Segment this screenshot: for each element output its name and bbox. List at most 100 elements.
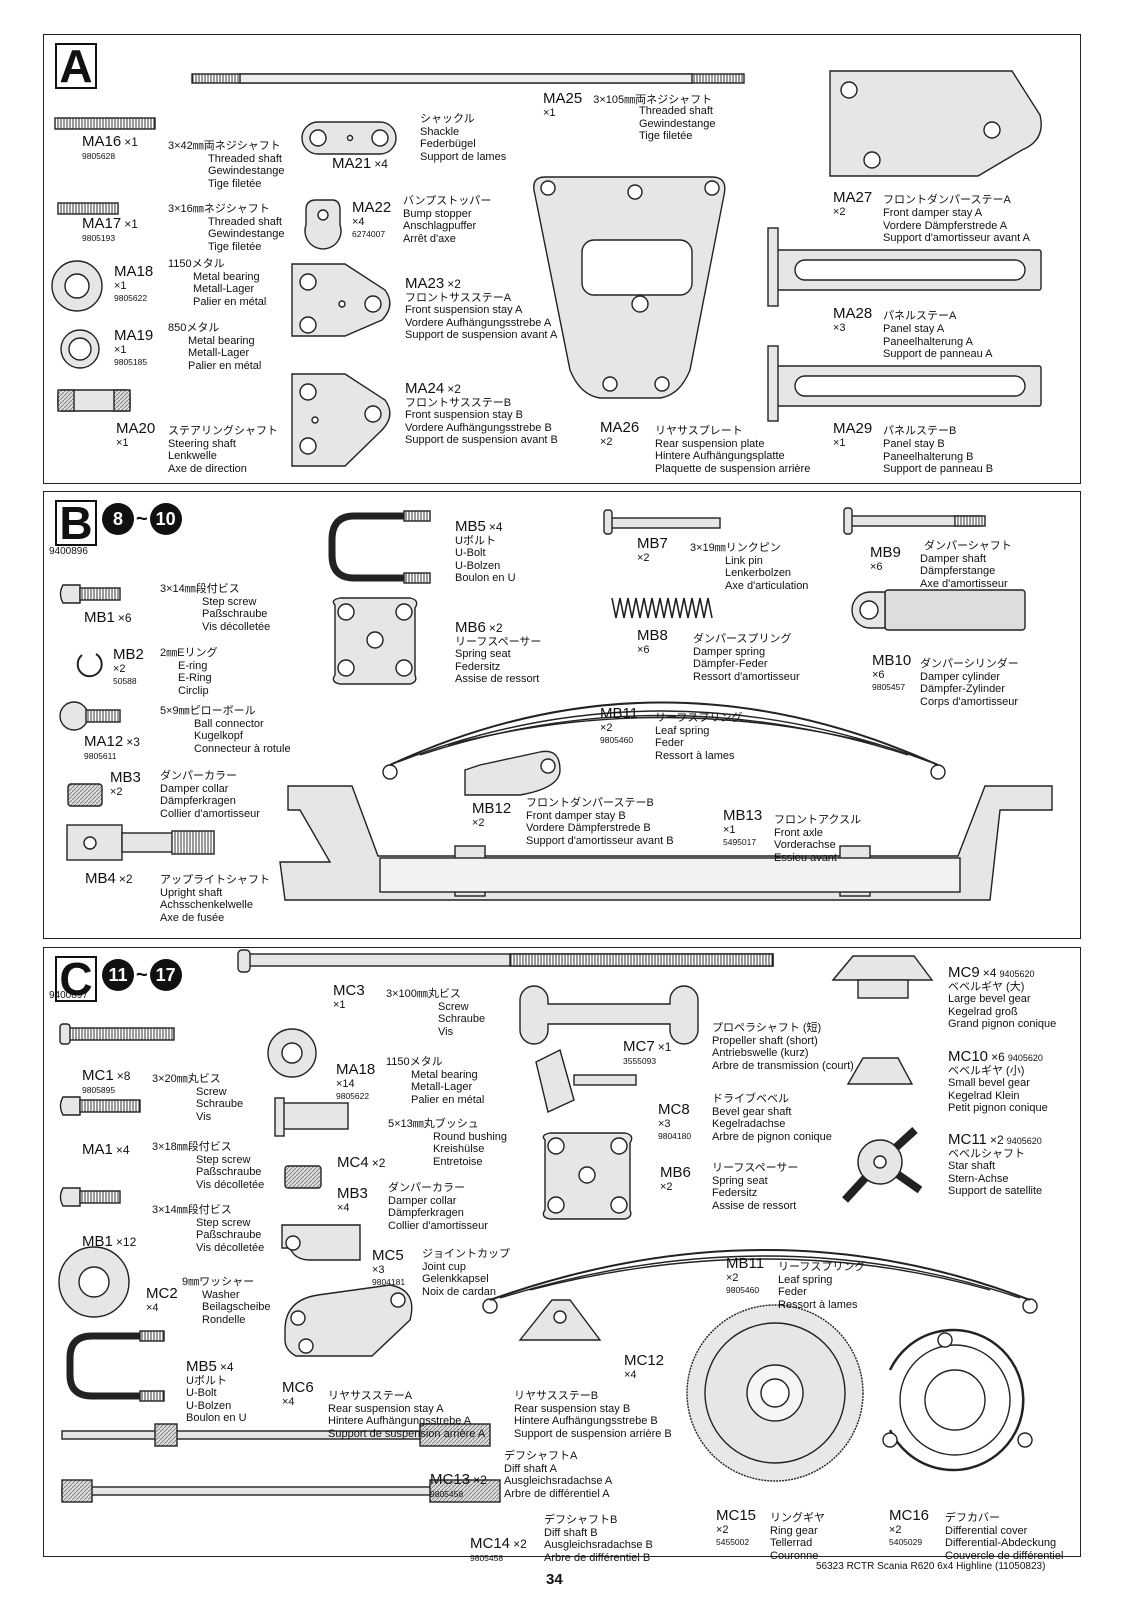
part-jp: フロントアクスル [774, 814, 862, 826]
part-number: 9805628 [82, 150, 116, 161]
part-fr: Couvercle de différentiel [945, 1549, 1064, 1562]
part-en: Front suspension stay A [405, 304, 523, 316]
part-jp: ステアリングシャフト [168, 425, 278, 437]
part-code: MB4 [85, 870, 116, 887]
part-mc12-desc: リヤサスステーB Rear suspension stay B Hintere … [514, 1390, 704, 1440]
part-jp: ダンパーシリンダー [920, 658, 1019, 670]
part-mb9: MB9 ×6 [870, 545, 901, 573]
part-fr: Essieu avant [774, 851, 837, 864]
part-jp: 3×14㎜段付ビス [160, 583, 240, 595]
part-mb9-desc: ダンパーシャフト Damper shaft Dämpferstange Axe … [920, 540, 1060, 590]
part-jp: 3×100㎜丸ビス [386, 988, 461, 1000]
part-jp: Uボルト [186, 1374, 227, 1387]
part-fr: Entretoise [433, 1155, 483, 1168]
part-qty: ×1 [124, 135, 138, 149]
part-mc-mb3-desc: ダンパーカラー Damper collar Dämpferkragen Coll… [388, 1182, 518, 1232]
part-number: 5405029 [889, 1537, 923, 1547]
part-code: MA18 [336, 1061, 376, 1078]
part-en: U-Bolt [186, 1387, 217, 1399]
part-code: MB1 [82, 1233, 113, 1250]
part-code: MC11 [948, 1131, 987, 1148]
part-fr: Boulon en U [455, 572, 516, 584]
mb12-front-damper-stay [464, 750, 561, 796]
part-de: Tellerrad [770, 1537, 813, 1549]
mb7-link-pin [609, 517, 721, 529]
part-qty: ×6 [870, 560, 883, 573]
part-mb11-desc: リーフスプリング Leaf spring Feder Ressort à lam… [655, 712, 775, 762]
part-code: MC8 [658, 1101, 690, 1118]
part-qty: ×12 [115, 1235, 137, 1249]
part-jp: ジョイントカップ [422, 1248, 510, 1260]
part-number: 5495017 [723, 837, 757, 847]
part-jp: 850メタル [168, 322, 220, 334]
part-mc1: MC1 ×8 9805895 [82, 1068, 131, 1096]
mc10-small-bevel-gear [846, 1057, 914, 1085]
part-jp: ダンパーシャフト [924, 540, 1012, 552]
part-en: Panel stay A [883, 323, 945, 335]
part-number: 5455002 [716, 1537, 750, 1547]
part-en: Metal bearing [193, 270, 260, 283]
part-fr: Support d'amortisseur avant B [526, 834, 674, 847]
part-en: Front axle [774, 826, 823, 839]
part-ma27: MA27 フロントダンパーステーA ×2 Front damper stay A… [833, 190, 1053, 244]
part-fr: Support de panneau B [883, 463, 994, 475]
part-jp: アップライトシャフト [160, 874, 270, 886]
part-fr: Arrêt d'axe [403, 232, 456, 245]
part-qty: ×14 [336, 1077, 355, 1090]
part-fr: Petit pignon conique [948, 1102, 1048, 1114]
part-fr: Axe de direction [168, 462, 247, 475]
part-qty: ×4 [282, 1395, 295, 1408]
part-fr: Vis décolletée [196, 1241, 265, 1254]
part-jp: リングギヤ [770, 1512, 825, 1524]
product-footer: 56323 RCTR Scania R620 6x4 Highline (110… [816, 1561, 1046, 1572]
part-qty: ×2 [660, 1180, 673, 1193]
part-ma24: MA24 ×2 フロントサスステーB Front suspension stay… [405, 381, 585, 447]
part-mb8: MB8 ×6 [637, 628, 668, 656]
part-en: Steering shaft [168, 437, 236, 450]
ma22-bump-stopper [304, 199, 342, 250]
part-en: Ball connector [194, 717, 264, 730]
part-qty: ×4 [219, 1360, 234, 1374]
part-mb12: MB12 ×2 [472, 801, 511, 829]
part-en: Spring seat [712, 1174, 768, 1187]
mc1-screw [67, 1027, 175, 1041]
part-de: Vordere Aufhängungsstrebe A [405, 316, 552, 329]
part-fr: Noix de cardan [422, 1285, 496, 1298]
part-number: 9805458 [470, 1552, 504, 1563]
section-c-steps: 11 ~ 17 [102, 958, 182, 992]
part-en: Front damper stay B [526, 809, 626, 822]
part-number: 9805460 [600, 735, 634, 745]
part-mc8-desc: ドライブベベル Bevel gear shaft Kegelradachse A… [712, 1093, 862, 1143]
part-de: Hintere Aufhängungsstrebe A [328, 1415, 472, 1427]
part-code: MB3 [110, 769, 141, 786]
part-de: Kugelkopf [194, 730, 243, 742]
part-de: Kegelrad groß [948, 1005, 1018, 1018]
part-ma17: MA17 ×1 9805193 [82, 216, 138, 244]
part-en: Round bushing [433, 1130, 508, 1143]
part-jp: ダンパーカラー [160, 770, 237, 782]
part-en: Panel stay B [883, 438, 945, 450]
part-en: Rear suspension stay A [328, 1402, 444, 1415]
part-code: MA1 [82, 1141, 113, 1158]
part-code: MB1 [84, 609, 115, 626]
part-jp: シャックル [420, 113, 475, 125]
part-mc3-desc: 3×100㎜丸ビス Screw Schraube Vis [386, 988, 506, 1038]
part-mc7: MC7 ×1 3555093 [623, 1039, 671, 1067]
part-ma19: MA19 ×1 9805185 [114, 328, 153, 369]
part-mc6-desc: リヤサスステーA Rear suspension stay A Hintere … [328, 1390, 518, 1440]
part-mc11: MC11 ×2 9405620 ベベルシャフト Star shaft Stern… [948, 1131, 1078, 1198]
part-code: MC5 [372, 1247, 404, 1264]
part-mb4-desc: アップライトシャフト Upright shaft Achsschenkelwel… [160, 874, 300, 924]
part-number: 3555093 [623, 1055, 657, 1066]
part-mb7: MB7 ×2 [637, 536, 668, 564]
part-en: U-Bolt [455, 547, 486, 559]
part-code: MB6 [660, 1164, 691, 1181]
part-qty: ×2 [889, 1523, 902, 1536]
part-mb6: MB6 ×2 リーフスペーサー Spring seat Federsitz As… [455, 620, 541, 686]
part-qty: ×8 [116, 1069, 131, 1083]
part-mb13-desc: フロントアクスル Front axle Vorderachse Essieu a… [774, 814, 874, 864]
part-qty: ×1 [114, 343, 127, 356]
part-en: Ring gear [770, 1524, 818, 1537]
part-en: Bevel gear shaft [712, 1105, 792, 1118]
